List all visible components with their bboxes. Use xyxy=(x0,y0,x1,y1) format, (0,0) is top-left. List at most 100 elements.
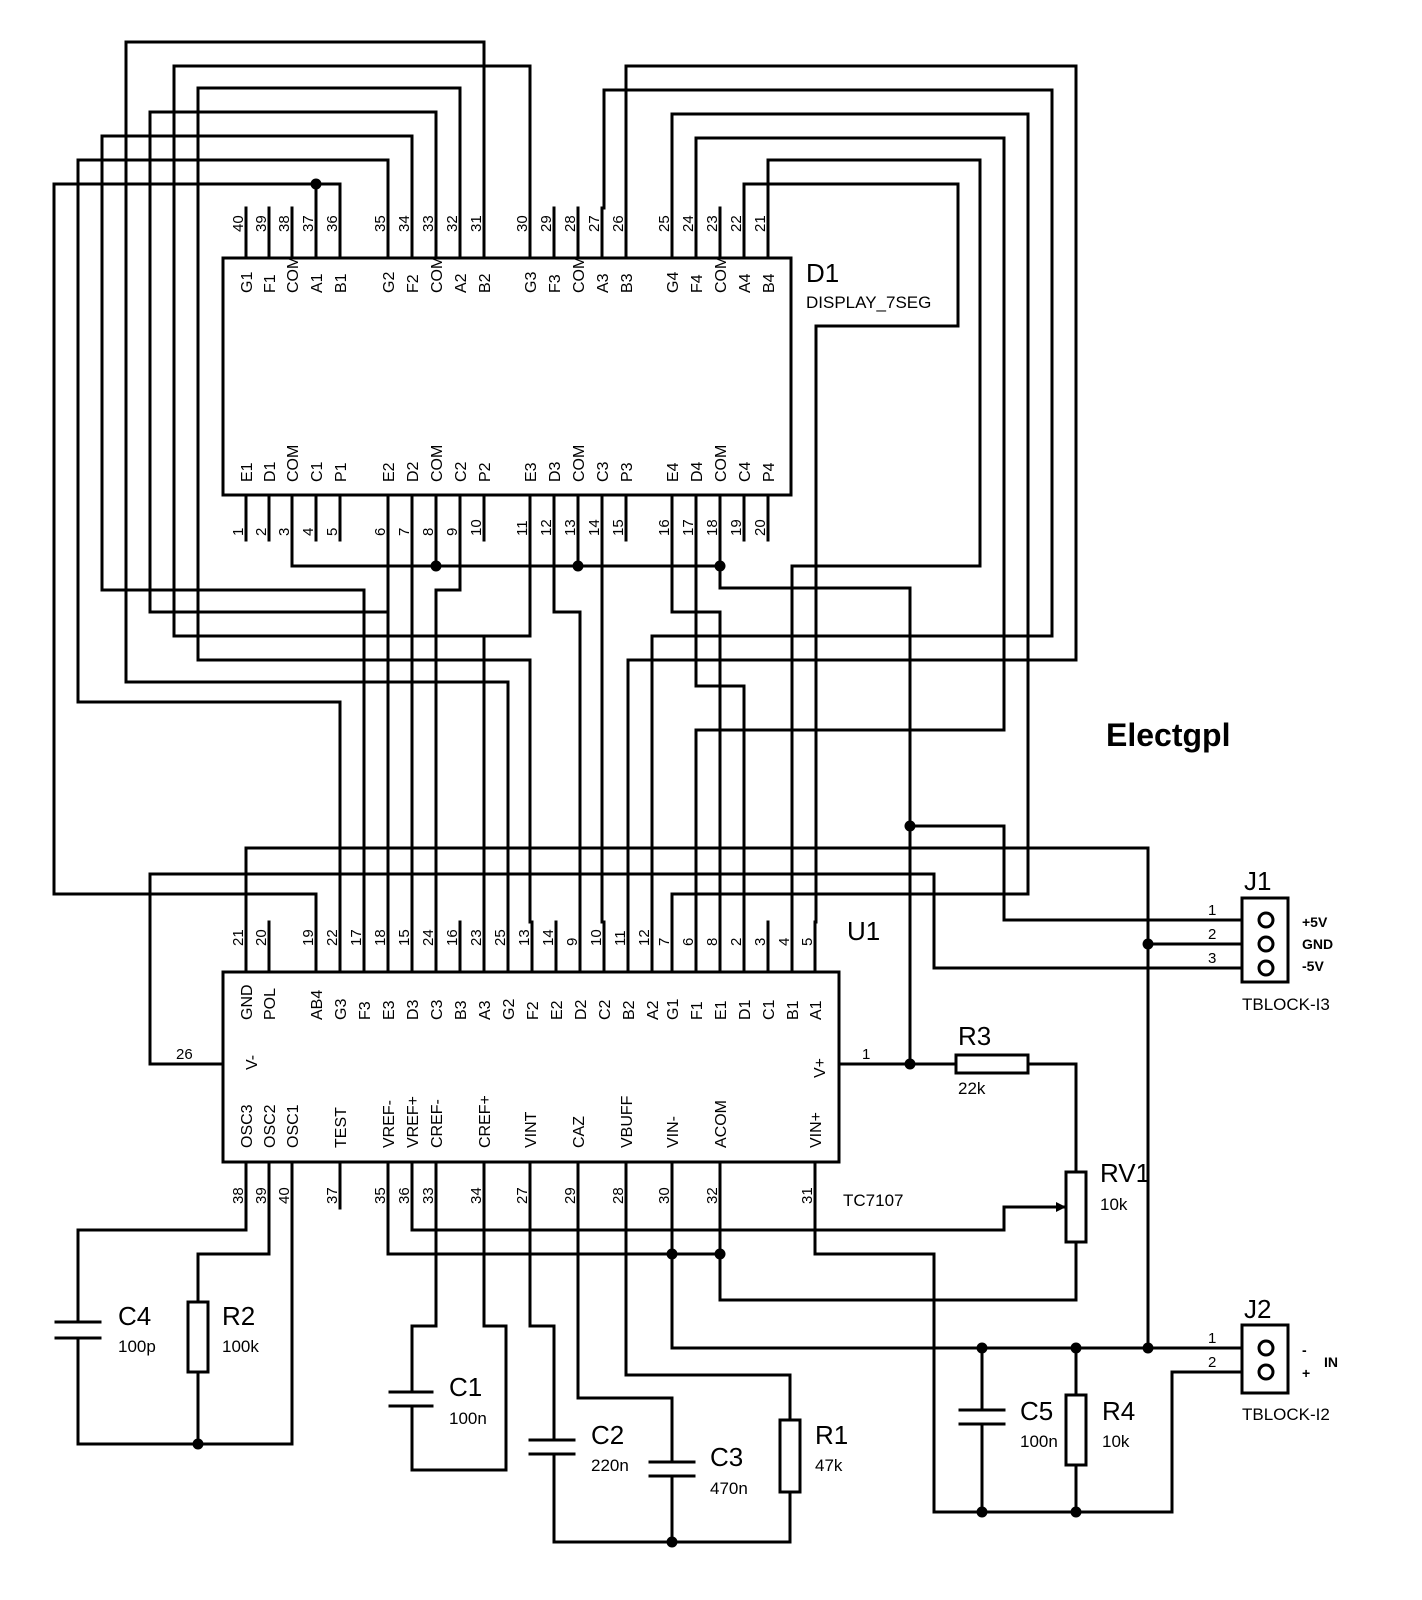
d1-pin-6-signal: E2 xyxy=(381,462,398,482)
j1-pin-1-label: +5V xyxy=(1302,914,1328,930)
d1-pin-24-signal: F4 xyxy=(689,274,706,293)
d1-pin-27-signal: A3 xyxy=(595,273,612,293)
u1-pin-3-signal: C1 xyxy=(761,999,778,1020)
u1-pin-27-number: 27 xyxy=(514,1187,531,1204)
u1-pin-31-signal: VIN+ xyxy=(808,1112,825,1148)
c1-ref: C1 xyxy=(449,1372,482,1402)
wire-50 xyxy=(576,1206,674,1464)
d1-pin-17-signal: D4 xyxy=(689,461,706,482)
c3-value: 470n xyxy=(710,1479,748,1498)
junction-dot xyxy=(192,1438,204,1450)
d1-pin-39-number: 39 xyxy=(253,215,270,232)
wire-27 xyxy=(244,846,1150,1350)
d1-pin-12-number: 12 xyxy=(538,519,555,536)
junction-dot xyxy=(904,1058,916,1070)
terminal-block-j2 xyxy=(1240,1323,1290,1395)
u1-pin-2-number: 2 xyxy=(728,938,745,946)
d1-pin-29-number: 29 xyxy=(538,215,555,232)
d1-display-body xyxy=(221,256,793,497)
u1-pin-2-signal: D1 xyxy=(737,999,754,1020)
d1-pin-22-number: 22 xyxy=(728,215,745,232)
u1-pin-14-signal: E2 xyxy=(549,1000,566,1020)
d1-pin-17-number: 17 xyxy=(680,519,697,536)
u1-pin-16-signal: B3 xyxy=(453,1000,470,1020)
wire-22 xyxy=(552,538,582,924)
u1-pin-12-number: 12 xyxy=(636,929,653,946)
r4-value: 10k xyxy=(1102,1432,1130,1451)
junction-dot xyxy=(666,1248,678,1260)
c3-ref: C3 xyxy=(710,1442,743,1472)
junction-dots xyxy=(192,178,1154,1548)
u1-pin-6-signal: F1 xyxy=(689,1001,706,1020)
wire-10 xyxy=(624,64,1078,924)
junction-dot xyxy=(666,1536,678,1548)
wire-11 xyxy=(670,112,1030,924)
u1-pin-40-number: 40 xyxy=(276,1187,293,1204)
d1-pin-18-number: 18 xyxy=(704,519,721,536)
d1-pin-24-number: 24 xyxy=(680,215,697,232)
j2-pin-2-number: 2 xyxy=(1208,1354,1216,1371)
d1-pin-15-signal: P3 xyxy=(619,462,636,482)
d1-pin-11-number: 11 xyxy=(514,520,531,536)
u1-pin-14-number: 14 xyxy=(540,929,557,946)
wire-48 xyxy=(528,1206,556,1442)
junction-dot xyxy=(714,1248,726,1260)
u1-pin-23-number: 23 xyxy=(468,929,485,946)
u1-pin-22-signal: G3 xyxy=(333,999,350,1020)
d1-pin-20-signal: P4 xyxy=(761,462,778,482)
d1-pin-33-number: 33 xyxy=(420,215,437,232)
u1-bottom-pins: 38OSC339OSC240OSC137TEST35VREF-36VREF+33… xyxy=(230,1095,825,1210)
d1-pin-32-number: 32 xyxy=(444,215,461,232)
u1-pin-28-number: 28 xyxy=(610,1187,627,1204)
d1-pin-9-number: 9 xyxy=(444,528,461,536)
resistor-r4 xyxy=(1064,1393,1088,1467)
junction-dot xyxy=(310,178,322,190)
wire-37 xyxy=(813,1206,1244,1514)
u1-pin-19-signal: AB4 xyxy=(309,990,326,1020)
d1-pin-28-signal: COM xyxy=(571,256,588,293)
d1-pin-10-signal: P2 xyxy=(477,462,494,482)
wire-2 xyxy=(76,158,390,924)
d1-pin-26-signal: B3 xyxy=(619,273,636,293)
u1-pin-11-signal: B2 xyxy=(621,1000,638,1020)
d1-pin-4-number: 4 xyxy=(300,528,317,536)
u1-pin-7-number: 7 xyxy=(656,938,673,946)
junction-dot xyxy=(1070,1342,1082,1354)
junction-dot xyxy=(714,560,726,572)
d1-pin-32-signal: A2 xyxy=(453,273,470,293)
u1-pin-39-number: 39 xyxy=(253,1187,270,1204)
u1-pin-40-signal: OSC1 xyxy=(285,1104,302,1148)
wire-43 xyxy=(76,1206,294,1446)
u1-pin-6-number: 6 xyxy=(680,938,697,946)
d1-pin-3-signal: COM xyxy=(285,445,302,482)
j1-pin-3-label: -5V xyxy=(1302,958,1324,974)
u1-vminus-label: V- xyxy=(244,1055,261,1070)
d1-pin-35-signal: G2 xyxy=(381,272,398,293)
rv1-ref: RV1 xyxy=(1100,1158,1150,1188)
d1-top-pins: 40G139F138COM37A136B135G234F233COM32A231… xyxy=(230,206,778,293)
r1-ref: R1 xyxy=(815,1420,848,1450)
wire-47 xyxy=(410,1206,508,1472)
j1-screw-1-icon xyxy=(1257,911,1275,929)
r2-ref: R2 xyxy=(222,1301,255,1331)
d1-ref: D1 xyxy=(806,258,839,288)
d1-pin-7-signal: D2 xyxy=(405,461,422,482)
d1-pin-2-signal: D1 xyxy=(262,461,279,482)
d1-pin-18-signal: COM xyxy=(713,445,730,482)
u1-pin-35-number: 35 xyxy=(372,1187,389,1204)
junction-dot xyxy=(976,1342,988,1354)
d1-pin-28-number: 28 xyxy=(562,215,579,232)
j2-in-label: IN xyxy=(1324,1354,1338,1370)
d1-pin-2-number: 2 xyxy=(253,528,270,536)
j2-value: TBLOCK-I2 xyxy=(1242,1405,1330,1424)
j1-ref: J1 xyxy=(1244,866,1271,896)
d1-pin-23-signal: COM xyxy=(713,256,730,293)
u1-pin-5-signal: A1 xyxy=(808,1000,825,1020)
d1-pin-16-signal: E4 xyxy=(665,462,682,482)
u1-vplus-label: V+ xyxy=(812,1058,829,1078)
u1-pin-10-signal: C2 xyxy=(597,999,614,1020)
d1-pin-22-signal: A4 xyxy=(737,273,754,293)
u1-pin-37-number: 37 xyxy=(324,1187,341,1204)
d1-pin-26-number: 26 xyxy=(610,215,627,232)
u1-pin-4-number: 4 xyxy=(776,938,793,946)
